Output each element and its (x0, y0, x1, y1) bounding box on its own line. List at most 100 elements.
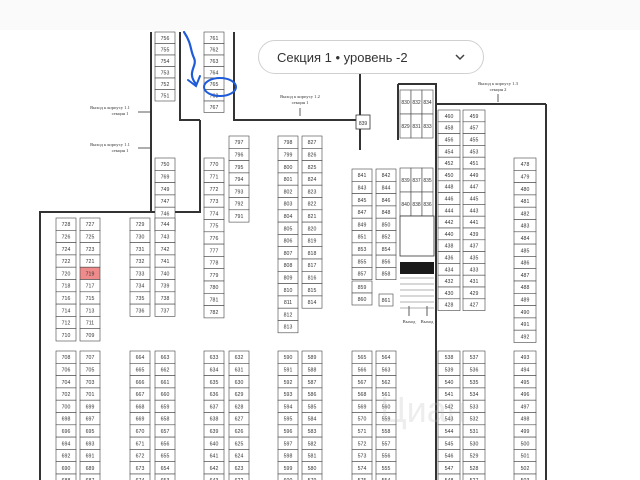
parking-spot[interactable] (351, 292, 373, 306)
parking-spot[interactable] (203, 100, 225, 113)
parking-spot-number: 660 (161, 392, 170, 398)
parking-spot-number: 444 (445, 208, 454, 214)
parking-spot[interactable] (351, 473, 373, 480)
parking-spot-number: 734 (136, 284, 145, 290)
parking-spot-number: 544 (445, 429, 454, 435)
exit-label: Выход к корпусу 1.3 (478, 81, 519, 86)
parking-spot[interactable] (375, 473, 397, 480)
parking-spot-number: 546 (445, 454, 454, 460)
parking-spot[interactable] (277, 473, 299, 480)
parking-spot-number: 441 (470, 220, 479, 226)
parking-spot[interactable] (462, 298, 486, 311)
parking-spot-number: 454 (445, 149, 454, 155)
parking-spot-number: 710 (62, 333, 71, 339)
parking-spot-number: 831 (412, 124, 421, 130)
parking-spot-number: 687 (86, 478, 95, 480)
parking-spot-number: 449 (470, 173, 479, 179)
section-level-selector[interactable]: Секция 1 • уровень -2 (258, 40, 484, 74)
wall (233, 32, 361, 121)
parking-spot[interactable] (437, 473, 461, 480)
parking-spot-number: 841 (358, 173, 367, 179)
parking-spot-number: 855 (358, 259, 367, 265)
parking-spot-number: 729 (136, 222, 145, 228)
parking-spot-number: 821 (308, 214, 317, 220)
parking-spot-number: 500 (521, 441, 530, 447)
parking-spot-number: 840 (401, 202, 410, 208)
parking-spot[interactable] (277, 320, 299, 334)
parking-spot[interactable] (228, 209, 250, 223)
parking-spot[interactable] (79, 473, 101, 480)
parking-spot-number: 427 (470, 303, 479, 309)
parking-spot-number: 573 (358, 454, 367, 460)
parking-spot[interactable] (513, 473, 537, 480)
parking-spot-number: 826 (308, 152, 317, 158)
parking-spot-number: 721 (86, 259, 95, 265)
parking-spot-number: 755 (161, 47, 170, 53)
parking-spot[interactable] (375, 267, 397, 280)
parking-spot-number: 446 (445, 197, 454, 203)
parking-spot[interactable] (203, 305, 225, 319)
parking-spot-number: 483 (521, 224, 530, 230)
parking-spot-number: 563 (382, 367, 391, 373)
parking-spot-number: 719 (86, 271, 95, 277)
parking-spot-number: 496 (521, 392, 530, 398)
parking-spot[interactable] (154, 89, 176, 102)
parking-spot-number: 774 (210, 211, 219, 217)
parking-spot-number: 705 (86, 367, 95, 373)
parking-spot-number: 579 (308, 478, 317, 480)
exit-label: Выход к корпусу 1.2 (280, 94, 321, 99)
parking-spot-number: 481 (521, 199, 530, 205)
parking-spot-number: 447 (470, 185, 479, 191)
parking-spot[interactable] (378, 293, 394, 307)
parking-spot-number: 591 (284, 367, 293, 373)
parking-spot-number: 555 (382, 466, 391, 472)
parking-spot-number: 753 (161, 70, 170, 76)
parking-spot-number: 763 (210, 59, 219, 65)
parking-spot-number: 844 (382, 185, 391, 191)
wall (130, 120, 201, 213)
parking-spot-number: 739 (161, 284, 170, 290)
parking-spot-number: 690 (62, 466, 71, 472)
parking-spot[interactable] (129, 303, 151, 317)
parking-spot-number: 691 (86, 454, 95, 460)
parking-spot[interactable] (203, 473, 225, 480)
parking-spot[interactable] (129, 473, 151, 480)
parking-spot-number: 812 (284, 312, 293, 318)
parking-spot-number: 738 (161, 296, 170, 302)
parking-spot-number: 798 (284, 140, 293, 146)
parking-spot-number: 697 (86, 417, 95, 423)
parking-spot[interactable] (55, 328, 77, 342)
parking-spot-number: 535 (470, 380, 479, 386)
parking-spot[interactable] (154, 473, 176, 480)
parking-spot-number: 839 (359, 121, 368, 127)
parking-spot-number: 689 (86, 466, 95, 472)
parking-spot[interactable] (421, 113, 434, 139)
parking-spot-number: 803 (284, 202, 293, 208)
parking-spot[interactable] (228, 473, 250, 480)
parking-spot-number: 776 (210, 236, 219, 242)
parking-spot-number: 838 (412, 202, 421, 208)
parking-spot[interactable] (462, 473, 486, 480)
parking-spot-number: 440 (445, 232, 454, 238)
parking-spot-number: 848 (382, 210, 391, 216)
parking-spot-number: 542 (445, 404, 454, 410)
parking-spot-number: 588 (308, 367, 317, 373)
parking-spot-number: 439 (470, 232, 479, 238)
parking-spot-number: 743 (161, 234, 170, 240)
parking-spot-number: 480 (521, 187, 530, 193)
parking-spot[interactable] (55, 473, 77, 480)
parking-spot-number: 452 (445, 161, 454, 167)
parking-spot[interactable] (301, 473, 323, 480)
parking-spot-number: 861 (382, 298, 391, 304)
parking-spot-number: 533 (470, 404, 479, 410)
parking-spot[interactable] (351, 267, 373, 280)
parking-spot-number: 694 (62, 441, 71, 447)
parking-spot-number: 843 (358, 185, 367, 191)
parking-spot[interactable] (301, 295, 323, 309)
parking-spot-number: 633 (210, 355, 219, 361)
parking-spot-number: 592 (284, 380, 293, 386)
parking-spot[interactable] (437, 298, 461, 311)
parking-spot[interactable] (513, 329, 537, 343)
parking-spot[interactable] (154, 303, 176, 317)
parking-spot[interactable] (79, 328, 101, 342)
